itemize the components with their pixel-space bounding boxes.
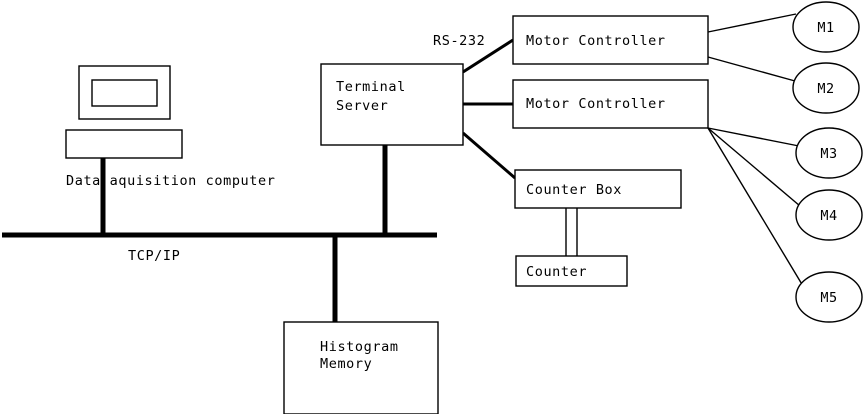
controller1-to-m2-link — [707, 56, 796, 82]
tcpip-label: TCP/IP — [128, 248, 180, 264]
motor-m4-label: M4 — [820, 208, 837, 224]
terminal-server-to-counter-box-link — [462, 131, 516, 180]
motor-m5-label: M5 — [820, 290, 837, 306]
terminal-server-label-line2: Server — [336, 98, 388, 114]
motor-m3-ellipse — [795, 127, 863, 179]
histogram-memory-label-line1: Histogram — [320, 339, 399, 355]
motor-m2-ellipse — [792, 62, 860, 114]
motor-m3-label: M3 — [820, 146, 837, 162]
rs232-label: RS-232 — [433, 33, 485, 49]
motor-controller-2-label: Motor Controller — [526, 96, 666, 112]
motor-m5-ellipse — [795, 271, 863, 323]
data-acquisition-computer-label: Data aquisition computer — [66, 173, 275, 189]
terminal-server-label-line1: Terminal — [336, 79, 406, 95]
counter-box-label: Counter Box — [526, 182, 622, 198]
monitor-screen — [91, 79, 158, 107]
histogram-memory-label-line2: Memory — [320, 356, 372, 372]
computer-chassis — [65, 129, 183, 159]
motor-m2-label: M2 — [817, 81, 834, 97]
controller2-to-m4-link — [707, 127, 801, 207]
motor-m4-ellipse — [795, 189, 863, 241]
histogram-memory-box — [283, 321, 439, 414]
motor-controller-1-box — [512, 15, 709, 65]
controller2-to-m3-link — [707, 127, 800, 147]
motor-m1-ellipse — [792, 1, 860, 53]
counter-label: Counter — [526, 264, 587, 280]
counter-box — [515, 255, 628, 287]
motor-controller-1-label: Motor Controller — [526, 33, 666, 49]
controller1-to-m1-link — [707, 13, 797, 33]
terminal-server-box — [320, 63, 464, 146]
terminal-server-to-controller1-link — [462, 38, 514, 74]
motor-m1-label: M1 — [817, 20, 834, 36]
motor-controller-2-box — [512, 79, 709, 129]
controller2-to-m5-link — [707, 127, 804, 287]
counter-box-box — [514, 169, 682, 209]
